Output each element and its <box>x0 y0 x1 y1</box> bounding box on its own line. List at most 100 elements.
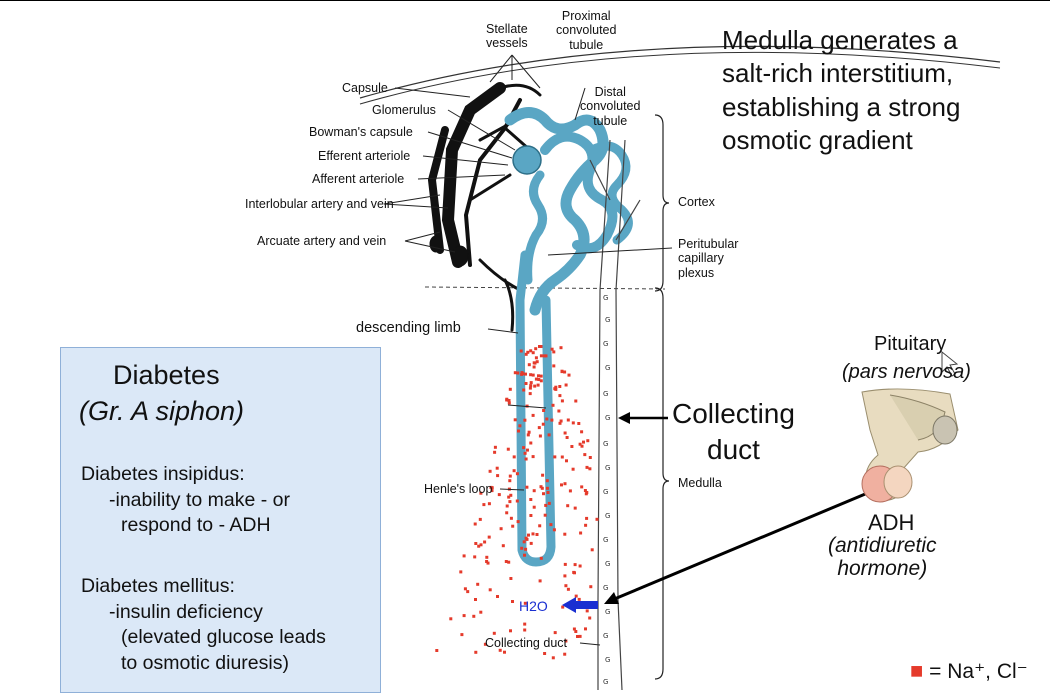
legend-text: = Na⁺, Cl⁻ <box>929 660 1028 683</box>
salt-dot <box>580 430 584 434</box>
salt-dot <box>563 431 567 435</box>
salt-dot <box>531 455 535 459</box>
salt-dot <box>485 555 489 559</box>
svg-text:G: G <box>603 488 608 496</box>
salt-dot <box>493 450 497 454</box>
salt-dot <box>513 371 517 375</box>
salt-dot <box>552 528 556 532</box>
salt-dot <box>578 564 582 568</box>
salt-dot <box>547 501 551 505</box>
salt-dot <box>540 486 544 490</box>
svg-text:G: G <box>603 584 608 592</box>
salt-dot <box>472 614 476 618</box>
salt-dot <box>517 429 520 433</box>
salt-dot <box>553 387 557 391</box>
salt-dot <box>539 354 543 358</box>
salt-dot <box>523 553 526 557</box>
pituitary-illustration <box>861 388 959 503</box>
top-border <box>0 0 1050 1</box>
salt-dot <box>544 503 548 507</box>
salt-dot <box>473 555 477 559</box>
salt-dot <box>483 642 487 646</box>
salt-dot <box>499 527 503 531</box>
salt-dot <box>529 349 533 353</box>
collecting-duct-arrowhead <box>618 412 630 424</box>
salt-dot <box>560 455 564 459</box>
svg-text:G: G <box>605 560 610 568</box>
salt-dot <box>490 489 494 493</box>
salt-dot <box>580 485 584 489</box>
diabetes-insipidus-section: Diabetes insipidus: -inability to make -… <box>81 463 290 537</box>
salt-dot <box>508 474 512 478</box>
salt-dot <box>572 570 576 574</box>
salt-dot <box>479 543 483 547</box>
salt-dot <box>462 614 466 618</box>
salt-dot <box>529 514 533 517</box>
salt-dot <box>523 451 527 455</box>
label-capsule: Capsule <box>342 81 388 95</box>
salt-dot <box>512 469 516 473</box>
svg-text:G: G <box>605 316 610 324</box>
salt-dot <box>529 381 533 385</box>
salt-dot <box>542 409 546 412</box>
salt-dot <box>513 418 517 422</box>
salt-dot <box>515 499 519 503</box>
salt-dot <box>529 384 533 388</box>
salt-dot <box>565 459 568 463</box>
salt-dot <box>496 595 499 598</box>
salt-dot <box>507 401 511 405</box>
salt-dot <box>496 474 500 478</box>
salt-dot <box>522 388 526 392</box>
salt-dot <box>585 516 589 520</box>
salt-dot <box>537 378 541 381</box>
salt-dot <box>563 482 567 486</box>
salt-dot <box>574 399 578 403</box>
salt-dot <box>524 352 528 356</box>
salt-dot <box>486 561 490 565</box>
salt-dot <box>537 426 541 430</box>
salt-dot <box>512 455 516 459</box>
salt-dot <box>487 502 491 506</box>
salt-dot <box>545 417 549 421</box>
salt-dot <box>563 574 567 578</box>
salt-dot <box>576 635 579 638</box>
salt-dot <box>582 440 585 444</box>
salt-dot <box>527 363 531 367</box>
salt-dot <box>523 601 527 605</box>
svg-text:G: G <box>605 414 610 422</box>
salt-dot <box>449 617 453 621</box>
salt-dot <box>505 504 509 508</box>
mouse-cursor-icon <box>941 350 959 377</box>
salt-dot <box>542 354 546 358</box>
salt-dot <box>508 500 512 504</box>
salt-dot <box>551 403 555 407</box>
salt-dot <box>584 627 587 631</box>
box-title: Diabetes <box>113 360 220 390</box>
salt-dot <box>524 536 528 540</box>
salt-dot <box>509 629 512 633</box>
salt-dot <box>492 631 496 635</box>
salt-dot <box>493 445 497 449</box>
salt-dot <box>529 498 533 501</box>
salt-dot <box>585 609 589 613</box>
salt-dot <box>524 382 528 385</box>
salt-dot <box>532 365 536 369</box>
salt-dot <box>539 379 543 383</box>
salt-dot <box>487 535 491 539</box>
salt-dot <box>588 616 592 620</box>
salt-dot <box>533 384 537 388</box>
salt-dot <box>529 541 533 545</box>
salt-dot <box>539 374 543 378</box>
label-efferent-arteriole: Efferent arteriole <box>318 149 411 163</box>
label-arcuate: Arcuate artery and vein <box>257 234 387 248</box>
salt-dot <box>462 554 466 558</box>
salt-dot <box>528 392 532 396</box>
salt-dot <box>509 577 513 580</box>
salt-dot <box>553 455 557 459</box>
salt-dot <box>543 513 547 517</box>
